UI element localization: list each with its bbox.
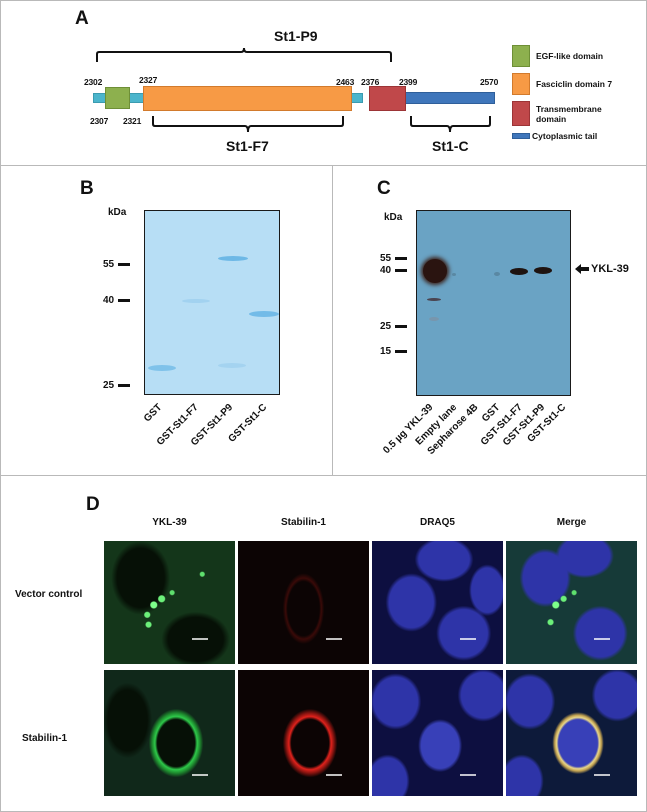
marker-tick xyxy=(395,269,408,272)
panel-c-marker-25: 25 xyxy=(380,321,408,332)
marker-label: 40 xyxy=(380,265,392,276)
panel-b-marker-25: 25 xyxy=(103,380,131,391)
marker-tick xyxy=(395,257,408,260)
panel-c-marker-15: 15 xyxy=(380,346,408,357)
position-2307: 2307 xyxy=(90,116,109,126)
legend-swatch-cytoplasmic xyxy=(512,133,530,139)
band-gst-st1-f7 xyxy=(182,299,210,303)
legend-item-cytoplasmic: Cytoplasmic tail xyxy=(512,131,597,141)
micrograph-stabilin1-merge xyxy=(506,670,637,796)
scale-bar xyxy=(326,774,342,776)
legend-swatch-fasciclin xyxy=(512,73,530,95)
panel-b-coomassie-gel xyxy=(144,210,280,395)
scale-bar xyxy=(192,638,208,640)
panel-a-frame xyxy=(0,0,647,166)
legend-swatch-egf xyxy=(512,45,530,67)
legend-label-egf: EGF-like domain xyxy=(536,51,604,61)
bracket-label-st1-p9: St1-P9 xyxy=(274,28,318,44)
scale-bar xyxy=(326,638,342,640)
fasciclin-domain-7 xyxy=(143,86,352,111)
marker-tick xyxy=(118,299,131,302)
ykl39-arrow-label: YKL-39 xyxy=(591,263,629,275)
panel-c-marker-55: 55 xyxy=(380,253,408,264)
column-header-stabilin1: Stabilin-1 xyxy=(280,517,326,528)
marker-tick xyxy=(395,325,408,328)
micrograph-vector-stabilin1 xyxy=(238,541,369,664)
bracket-st1-f7 xyxy=(152,116,344,133)
position-2321: 2321 xyxy=(123,116,142,126)
column-header-draq5: DRAQ5 xyxy=(419,517,455,528)
band-gst-faint xyxy=(494,272,500,276)
micrograph-stabilin1-stabilin1 xyxy=(238,670,369,796)
micrograph-stabilin1-ykl39 xyxy=(104,670,235,796)
panel-b-letter: B xyxy=(80,178,94,199)
row-header-stabilin1: Stabilin-1 xyxy=(22,733,68,744)
egf-like-domain xyxy=(105,87,130,109)
legend-item-fasciclin: Fasciclin domain 7 xyxy=(512,73,612,95)
marker-label: 55 xyxy=(380,253,392,264)
marker-tick xyxy=(118,263,131,266)
marker-label: 55 xyxy=(103,259,115,270)
panel-b-marker-40: 40 xyxy=(103,295,131,306)
band-ykl39-standard xyxy=(423,259,447,283)
micrograph-vector-draq5 xyxy=(372,541,503,664)
band-gst-st1-p9-ykl39 xyxy=(534,267,552,274)
scale-bar xyxy=(460,774,476,776)
panel-c-marker-40: 40 xyxy=(380,265,408,276)
marker-tick xyxy=(395,350,408,353)
panel-c-letter: C xyxy=(377,178,391,199)
scale-bar xyxy=(594,774,610,776)
scale-bar xyxy=(594,638,610,640)
band-gst-26kda xyxy=(148,365,176,371)
position-2376: 2376 xyxy=(361,77,380,87)
ykl39-arrow-annotation: YKL-39 xyxy=(575,263,629,275)
band-gst-st1-p9-lower xyxy=(218,363,246,368)
micrograph-vector-merge xyxy=(506,541,637,664)
position-2399: 2399 xyxy=(399,77,418,87)
legend-label-cytoplasmic: Cytoplasmic tail xyxy=(532,131,598,141)
panel-c-kda-label: kDa xyxy=(384,212,403,223)
legend-item-egf: EGF-like domain xyxy=(512,45,603,67)
bracket-st1-p9 xyxy=(96,47,392,62)
position-2570: 2570 xyxy=(480,77,499,87)
legend-item-transmembrane: Transmembrane domain xyxy=(512,101,606,126)
marker-label: 25 xyxy=(103,380,115,391)
marker-label: 15 xyxy=(380,346,392,357)
micrograph-vector-ykl39 xyxy=(104,541,235,664)
scale-bar xyxy=(192,774,208,776)
bracket-label-st1-c: St1-C xyxy=(432,138,469,154)
band-ykl39-standard-lower xyxy=(427,298,441,301)
position-2463: 2463 xyxy=(336,77,355,87)
left-arrow-icon xyxy=(575,264,589,274)
band-gst-st1-c xyxy=(249,311,279,317)
column-header-merge: Merge xyxy=(556,517,587,528)
bracket-label-st1-f7: St1-F7 xyxy=(226,138,269,154)
panel-c-western-blot xyxy=(416,210,571,396)
band-empty-lane-faint xyxy=(452,273,456,276)
column-header-ykl39: YKL-39 xyxy=(152,517,187,528)
panel-b-marker-55: 55 xyxy=(103,259,131,270)
scale-bar xyxy=(460,638,476,640)
marker-tick xyxy=(118,384,131,387)
panel-a-letter: A xyxy=(75,8,89,29)
position-2327: 2327 xyxy=(139,75,158,85)
row-header-vector-control: Vector control xyxy=(15,589,83,600)
panel-d-letter: D xyxy=(86,494,100,515)
position-2302: 2302 xyxy=(84,77,103,87)
legend-label-transmembrane: Transmembrane domain xyxy=(536,103,602,124)
bracket-st1-c xyxy=(410,116,491,133)
legend-label-fasciclin: Fasciclin domain 7 xyxy=(536,79,613,89)
legend-swatch-transmembrane xyxy=(512,101,530,126)
marker-label: 25 xyxy=(380,321,392,332)
marker-label: 40 xyxy=(103,295,115,306)
band-gst-st1-p9 xyxy=(218,256,248,261)
band-ykl39-standard-faint xyxy=(429,317,439,321)
panel-b-kda-label: kDa xyxy=(108,207,127,218)
transmembrane-domain xyxy=(369,86,406,111)
micrograph-stabilin1-draq5 xyxy=(372,670,503,796)
cytoplasmic-tail-domain xyxy=(400,92,495,104)
band-gst-st1-f7-ykl39 xyxy=(510,268,528,275)
